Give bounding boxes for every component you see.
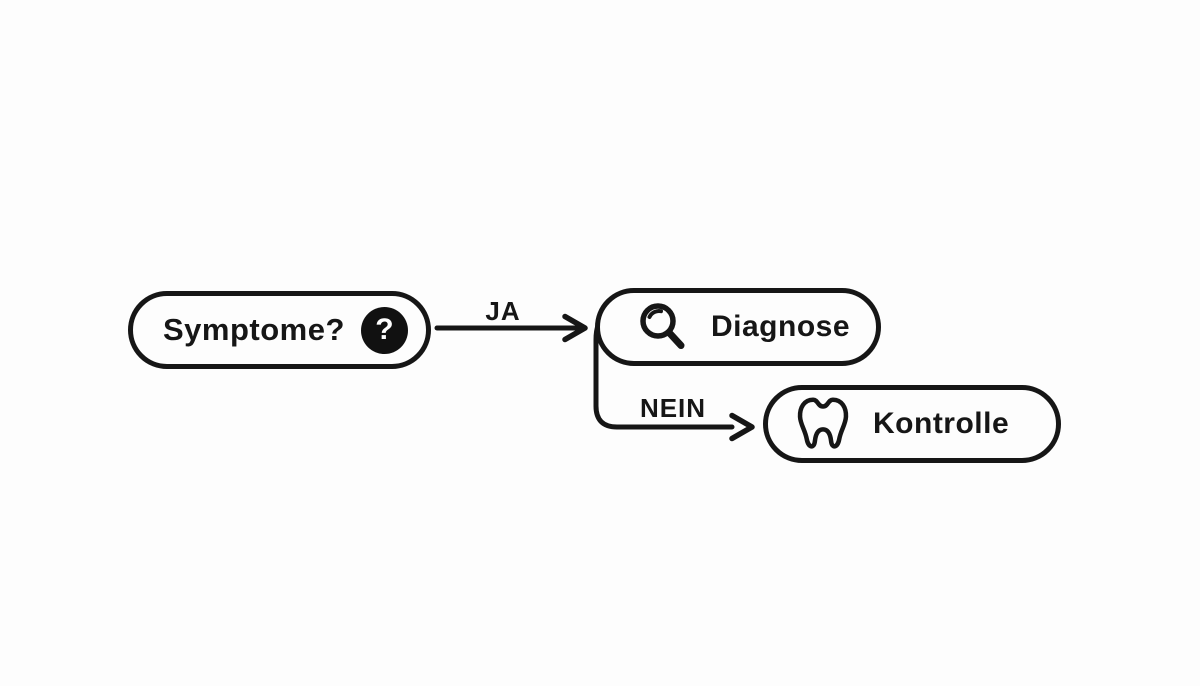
node-diagnose-label: Diagnose — [711, 310, 851, 343]
tooth-icon — [797, 397, 849, 449]
edge-label-ja: JA — [485, 296, 521, 326]
node-symptome: Symptome? ? — [128, 291, 431, 369]
search-icon — [640, 303, 685, 349]
edge-ja-arrow — [434, 313, 588, 343]
node-kontrolle-label: Kontrolle — [873, 407, 1010, 440]
node-kontrolle: Kontrolle — [763, 385, 1061, 463]
node-symptome-label: Symptome? — [163, 312, 345, 347]
node-diagnose: Diagnose — [595, 288, 881, 366]
question-mark-icon: ? — [360, 306, 408, 354]
edge-label-nein: NEIN — [639, 393, 707, 423]
question-mark-glyph: ? — [375, 313, 394, 346]
